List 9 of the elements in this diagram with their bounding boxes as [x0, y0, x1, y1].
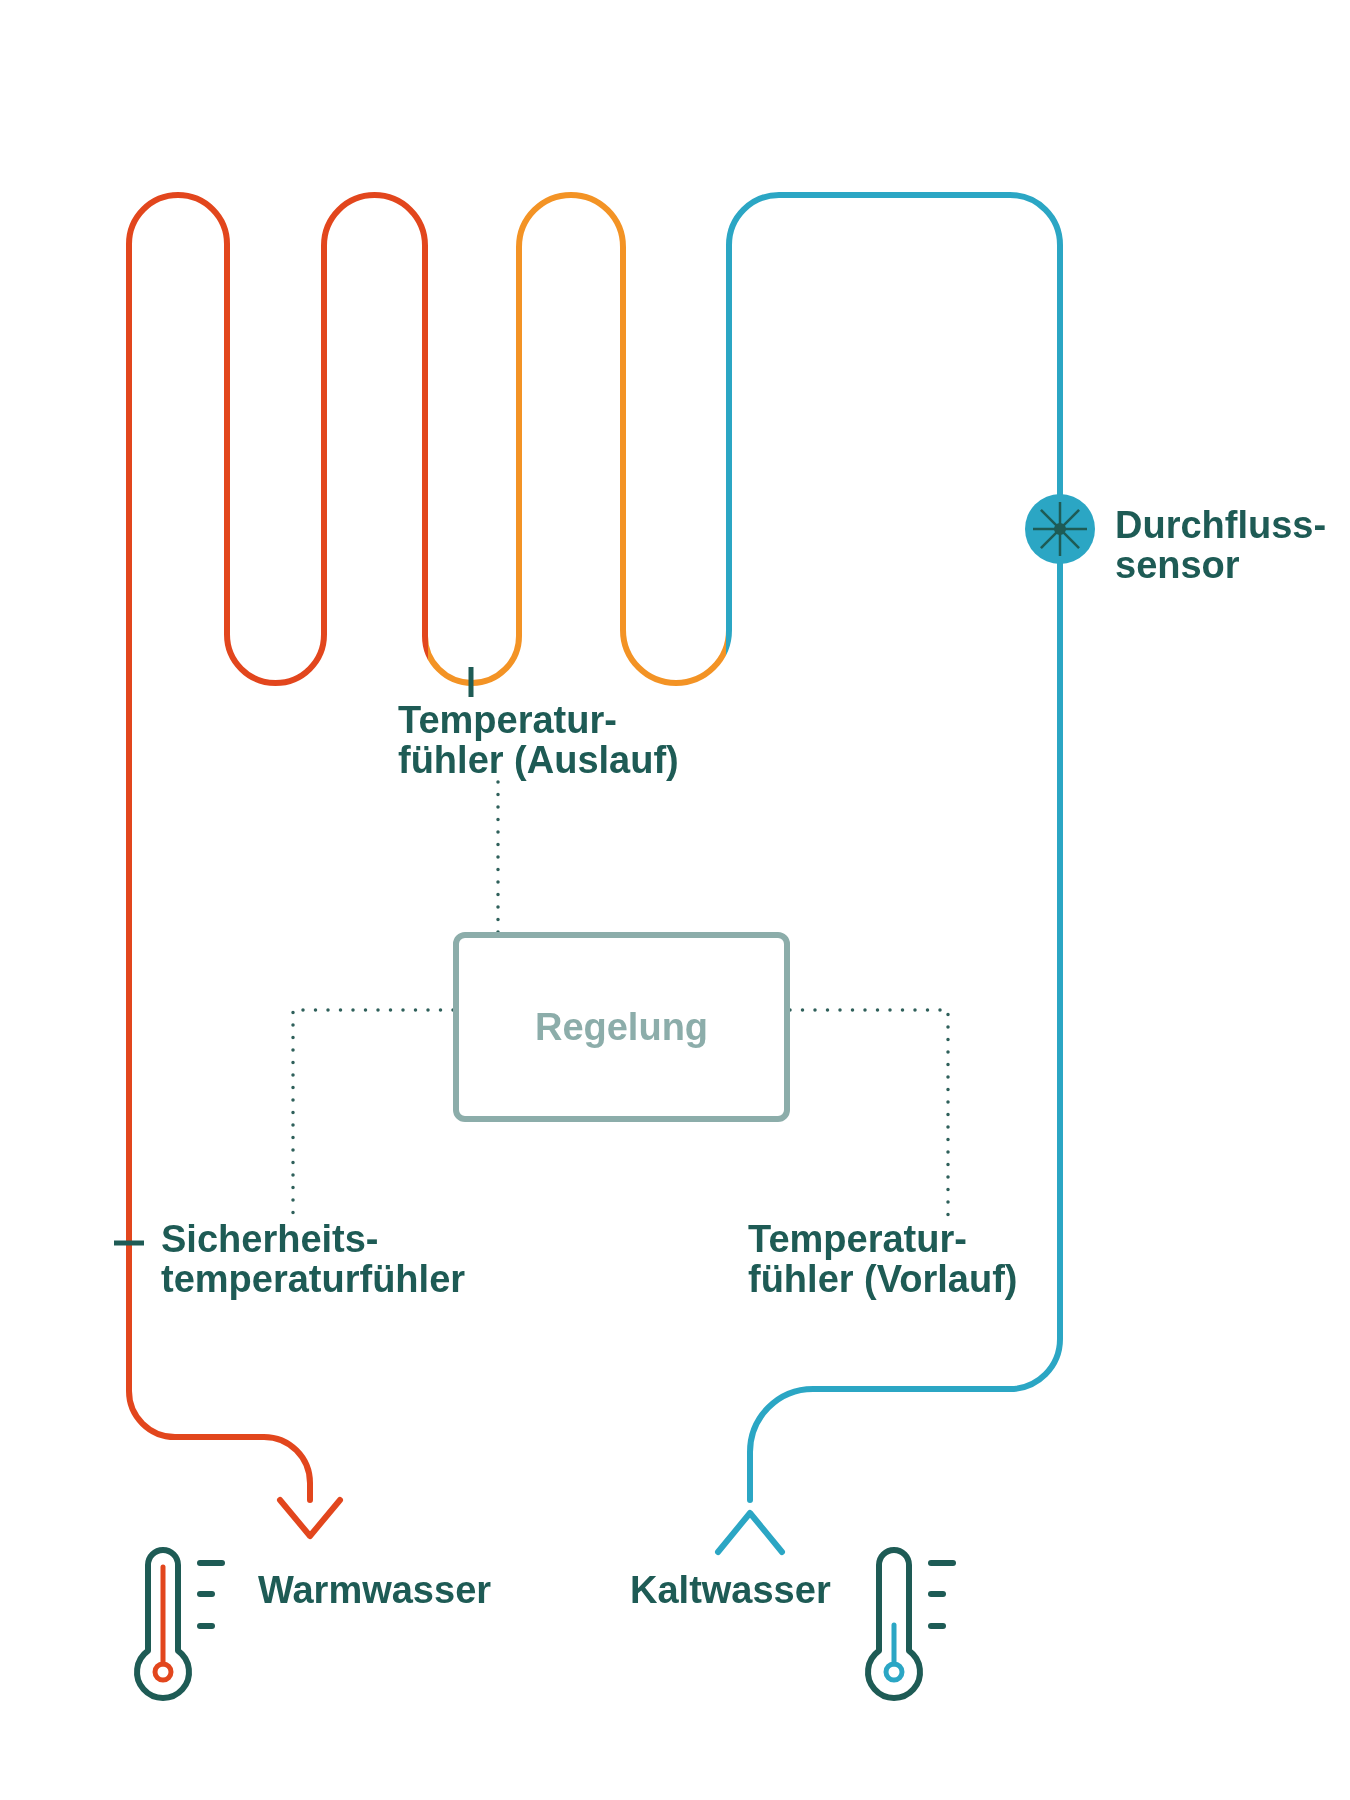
- part-label: Durchfluss- sensor: [1115, 505, 1328, 585]
- sensor-label: Temperatur- fühler (Auslauf): [398, 700, 698, 780]
- sensor-label: Temperatur- fühler (Vorlauf): [748, 1219, 1048, 1299]
- sensor-label: Sicherheits- temperaturfühler: [161, 1219, 491, 1299]
- control-box: Regelung: [453, 932, 790, 1122]
- pipe-arrow: [126, 192, 1063, 1555]
- water-label: Kaltwasser: [630, 1568, 831, 1612]
- water-label: Warmwasser: [258, 1568, 492, 1612]
- dotted-connector: [496, 778, 500, 934]
